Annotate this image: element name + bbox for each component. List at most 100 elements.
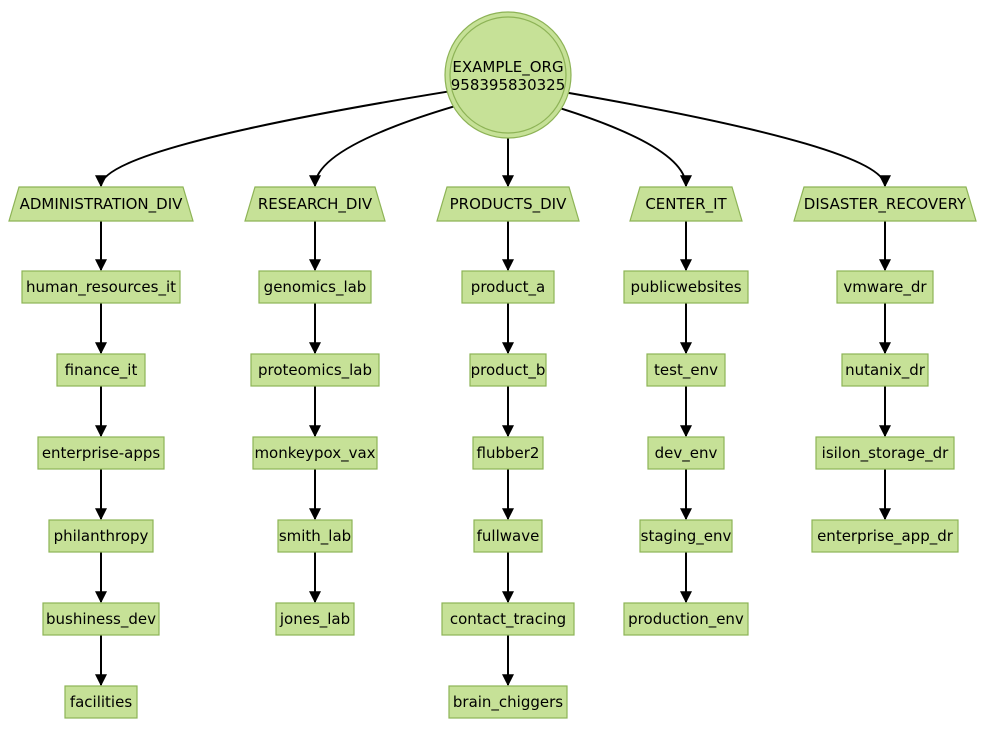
root-node[interactable]: EXAMPLE_ORG 958395830325 — [444, 11, 572, 139]
child-box — [250, 353, 380, 387]
child-box — [623, 270, 749, 304]
child-box — [37, 436, 165, 470]
division-node[interactable]: RESEARCH_DIV — [244, 186, 386, 222]
child-node[interactable]: contact_tracing — [441, 602, 575, 636]
child-node[interactable]: monkeypox_vax — [252, 436, 378, 470]
child-node[interactable]: proteomics_lab — [250, 353, 380, 387]
child-label: contact_tracing — [450, 610, 566, 629]
edge-root-to-division — [309, 105, 454, 188]
child-box — [448, 685, 568, 719]
child-node[interactable]: staging_env — [639, 519, 733, 553]
child-node[interactable]: test_env — [646, 353, 726, 387]
child-node[interactable]: isilon_storage_dr — [815, 436, 955, 470]
root-id: 958395830325 — [451, 76, 566, 94]
child-node[interactable]: brain_chiggers — [448, 685, 568, 719]
child-box — [623, 602, 749, 636]
child-label: jones_lab — [279, 610, 350, 629]
child-box — [639, 519, 733, 553]
edge-root-to-division — [560, 107, 692, 188]
child-label: philanthropy — [54, 527, 149, 545]
child-box — [646, 353, 726, 387]
child-label: flubber2 — [477, 444, 540, 462]
child-label: fullwave — [477, 527, 540, 545]
child-box — [42, 602, 160, 636]
child-node[interactable]: philanthropy — [48, 519, 154, 553]
division-shape — [436, 186, 580, 222]
division-node[interactable]: CENTER_IT — [629, 186, 743, 222]
child-box — [252, 436, 378, 470]
division-node[interactable]: ADMINISTRATION_DIV — [8, 186, 194, 222]
child-node[interactable]: publicwebsites — [623, 270, 749, 304]
child-label: bushiness_dev — [46, 610, 156, 629]
child-label: product_a — [471, 278, 545, 297]
division-label: PRODUCTS_DIV — [450, 195, 567, 214]
child-box — [21, 270, 181, 304]
child-box — [48, 519, 154, 553]
root-name: EXAMPLE_ORG — [452, 58, 563, 77]
child-label: product_b — [471, 361, 546, 380]
child-node[interactable]: bushiness_dev — [42, 602, 160, 636]
child-label: enterprise_app_dr — [817, 527, 954, 546]
child-label: production_env — [628, 610, 744, 629]
child-label: brain_chiggers — [453, 693, 563, 712]
child-node[interactable]: finance_it — [56, 353, 146, 387]
child-node[interactable]: product_a — [461, 270, 555, 304]
child-node[interactable]: nutanix_dr — [841, 353, 929, 387]
child-box — [815, 436, 955, 470]
child-label: publicwebsites — [630, 278, 741, 296]
division-shape — [793, 186, 977, 222]
division-shape — [629, 186, 743, 222]
child-box — [472, 436, 544, 470]
child-label: proteomics_lab — [258, 361, 372, 380]
division-node[interactable]: DISASTER_RECOVERY — [793, 186, 977, 222]
division-label: DISASTER_RECOVERY — [804, 195, 967, 214]
child-box — [64, 685, 138, 719]
child-node[interactable]: enterprise_app_dr — [811, 519, 959, 553]
child-label: monkeypox_vax — [254, 444, 375, 463]
child-label: staging_env — [641, 527, 732, 546]
child-box — [441, 602, 575, 636]
child-box — [811, 519, 959, 553]
child-label: genomics_lab — [264, 278, 367, 297]
child-label: enterprise-apps — [42, 444, 161, 462]
child-label: smith_lab — [279, 527, 351, 546]
child-label: test_env — [654, 361, 718, 380]
child-node[interactable]: jones_lab — [275, 602, 355, 636]
child-label: finance_it — [65, 361, 138, 380]
child-node[interactable]: fullwave — [473, 519, 543, 553]
child-box — [56, 353, 146, 387]
child-node[interactable]: flubber2 — [472, 436, 544, 470]
child-box — [275, 602, 355, 636]
child-node[interactable]: human_resources_it — [21, 270, 181, 304]
child-box — [469, 353, 547, 387]
child-box — [836, 270, 934, 304]
child-node[interactable]: vmware_dr — [836, 270, 934, 304]
division-label: RESEARCH_DIV — [258, 195, 373, 214]
child-node[interactable]: production_env — [623, 602, 749, 636]
division-label: CENTER_IT — [645, 195, 727, 214]
child-label: human_resources_it — [26, 278, 176, 297]
child-node[interactable]: dev_env — [647, 436, 725, 470]
division-node[interactable]: PRODUCTS_DIV — [436, 186, 580, 222]
division-shape — [244, 186, 386, 222]
child-box — [841, 353, 929, 387]
division-label: ADMINISTRATION_DIV — [20, 195, 184, 214]
child-label: facilities — [70, 693, 132, 711]
child-node[interactable]: product_b — [469, 353, 547, 387]
child-box — [473, 519, 543, 553]
child-box — [277, 519, 353, 553]
edge-root-to-division — [95, 90, 448, 188]
child-box — [647, 436, 725, 470]
edge-root-to-division — [568, 91, 891, 188]
child-node[interactable]: facilities — [64, 685, 138, 719]
division-shape — [8, 186, 194, 222]
child-label: isilon_storage_dr — [822, 444, 950, 463]
child-node[interactable]: smith_lab — [277, 519, 353, 553]
child-node[interactable]: genomics_lab — [258, 270, 372, 304]
child-box — [258, 270, 372, 304]
child-node[interactable]: enterprise-apps — [37, 436, 165, 470]
child-label: nutanix_dr — [845, 361, 926, 380]
child-box — [461, 270, 555, 304]
child-label: dev_env — [655, 444, 718, 463]
